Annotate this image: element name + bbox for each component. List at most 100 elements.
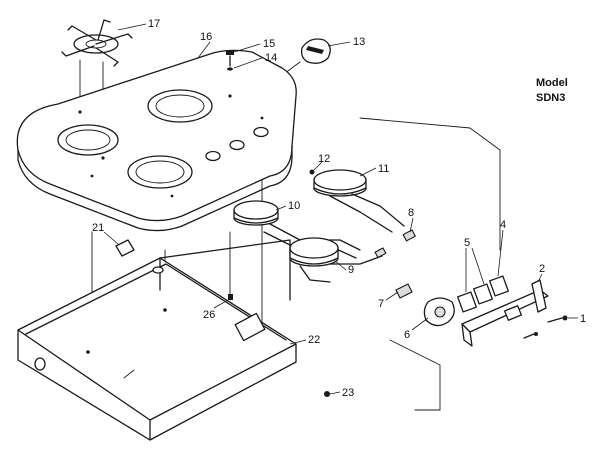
burner-11 (313, 169, 405, 233)
leader-6 (411, 317, 429, 331)
burner-10-cap (233, 200, 279, 220)
burner-9 (289, 237, 383, 283)
leader-13 (327, 41, 351, 47)
loose-screws (115, 239, 568, 397)
callout-5: 5 (464, 237, 470, 249)
burner-11-tube-inner (329, 195, 393, 233)
burner-opening-front-left (57, 124, 119, 156)
screw-1-shank (547, 317, 563, 323)
fitting-lower (374, 247, 387, 259)
panel-screw-dot-3 (228, 94, 232, 98)
model-label: Model SDN3 (536, 77, 568, 104)
washer (227, 67, 233, 71)
screw-and-washer (226, 50, 234, 71)
knob-hole-1 (205, 150, 221, 162)
leader-22 (289, 339, 307, 345)
pan-front-right-wall (149, 343, 297, 441)
plug-21 (115, 239, 135, 257)
callout-2: 2 (539, 263, 545, 275)
callout-13: 13 (353, 36, 365, 48)
callout-14: 14 (265, 52, 277, 64)
callout-15: 15 (263, 38, 275, 50)
screw-1-head (562, 315, 568, 321)
leader-2 (537, 273, 543, 283)
callout-12: 12 (318, 153, 330, 165)
panel-screw-dot-2 (101, 156, 105, 160)
valve-a (457, 291, 477, 313)
pan-stud-1 (86, 350, 90, 354)
model-label-line1: Model (536, 77, 568, 89)
screw-23-head (324, 391, 330, 397)
pan-floor (17, 257, 297, 421)
leader-8 (409, 217, 414, 233)
leader-16 (197, 41, 211, 59)
fitting-7 (395, 283, 413, 299)
burner-opening-rear-right-inner (155, 94, 205, 118)
screw-26 (228, 294, 233, 300)
leader-10 (275, 205, 287, 211)
valves (457, 275, 509, 313)
pan-hole-left (34, 357, 46, 371)
leader-11 (359, 167, 377, 177)
manifold (461, 279, 549, 347)
pan-clip (123, 369, 135, 379)
knob-grip (306, 46, 324, 54)
burner-11-cap (313, 169, 367, 191)
burner-11-tube (351, 193, 405, 227)
fitting-8 (402, 229, 417, 242)
leader-lines (103, 23, 578, 395)
leader-12 (313, 161, 323, 171)
burner-9-tube (329, 255, 383, 265)
screw-head (226, 50, 234, 55)
cooktop-panel (16, 49, 297, 232)
pan-bracket (234, 312, 266, 342)
cooktop-edge (17, 145, 293, 232)
leader-4 (497, 229, 504, 277)
callout-23: 23 (342, 387, 354, 399)
manifold-end-bracket (531, 279, 547, 313)
panel-screw-dot-5 (170, 194, 174, 198)
callout-4: 4 (500, 219, 506, 231)
burner-grate (61, 19, 133, 67)
manifold-block (503, 305, 523, 321)
leader-26 (213, 299, 229, 309)
control-knob (300, 38, 331, 64)
pan-rear-wall (159, 239, 291, 301)
callout-numbers: 17 16 15 14 13 12 11 10 8 4 5 2 9 7 1 6 … (92, 18, 586, 399)
top-alignment-line (359, 117, 471, 129)
pan-inner-rim (25, 263, 287, 341)
screw-1b-head (534, 332, 538, 336)
leader-5 (465, 247, 485, 292)
valve-b (473, 283, 493, 305)
panel-screw-dot-4 (90, 174, 94, 178)
pan-stud-2 (163, 308, 167, 312)
callout-1: 1 (580, 313, 586, 325)
burner-9-cap (289, 237, 339, 259)
leader-15 (233, 43, 261, 53)
regulator-port (434, 306, 446, 318)
valve-c (489, 275, 509, 297)
callout-11: 11 (378, 163, 389, 175)
fittings (309, 169, 417, 259)
right-alignment-line (469, 127, 501, 251)
fitting-12 (309, 169, 315, 175)
leader-21 (103, 231, 119, 245)
leader-23 (329, 391, 341, 395)
burner-9-bracket (299, 265, 331, 283)
callout-21: 21 (92, 222, 104, 234)
callout-22: 22 (308, 334, 320, 346)
callout-16: 16 (200, 31, 212, 43)
pan-hole-rear (152, 266, 164, 274)
panel-screw-dot-1 (78, 110, 82, 114)
leader-7 (385, 291, 399, 301)
callout-9: 9 (348, 264, 354, 276)
leader-17 (117, 23, 147, 31)
panel-screw-dot-6 (260, 116, 264, 120)
burner-opening-front-left-inner (65, 129, 111, 151)
callout-10: 10 (288, 200, 300, 212)
pan-front-left-wall (17, 329, 151, 441)
callout-26: 26 (203, 309, 215, 321)
callout-6: 6 (404, 329, 410, 341)
callout-8: 8 (408, 207, 414, 219)
